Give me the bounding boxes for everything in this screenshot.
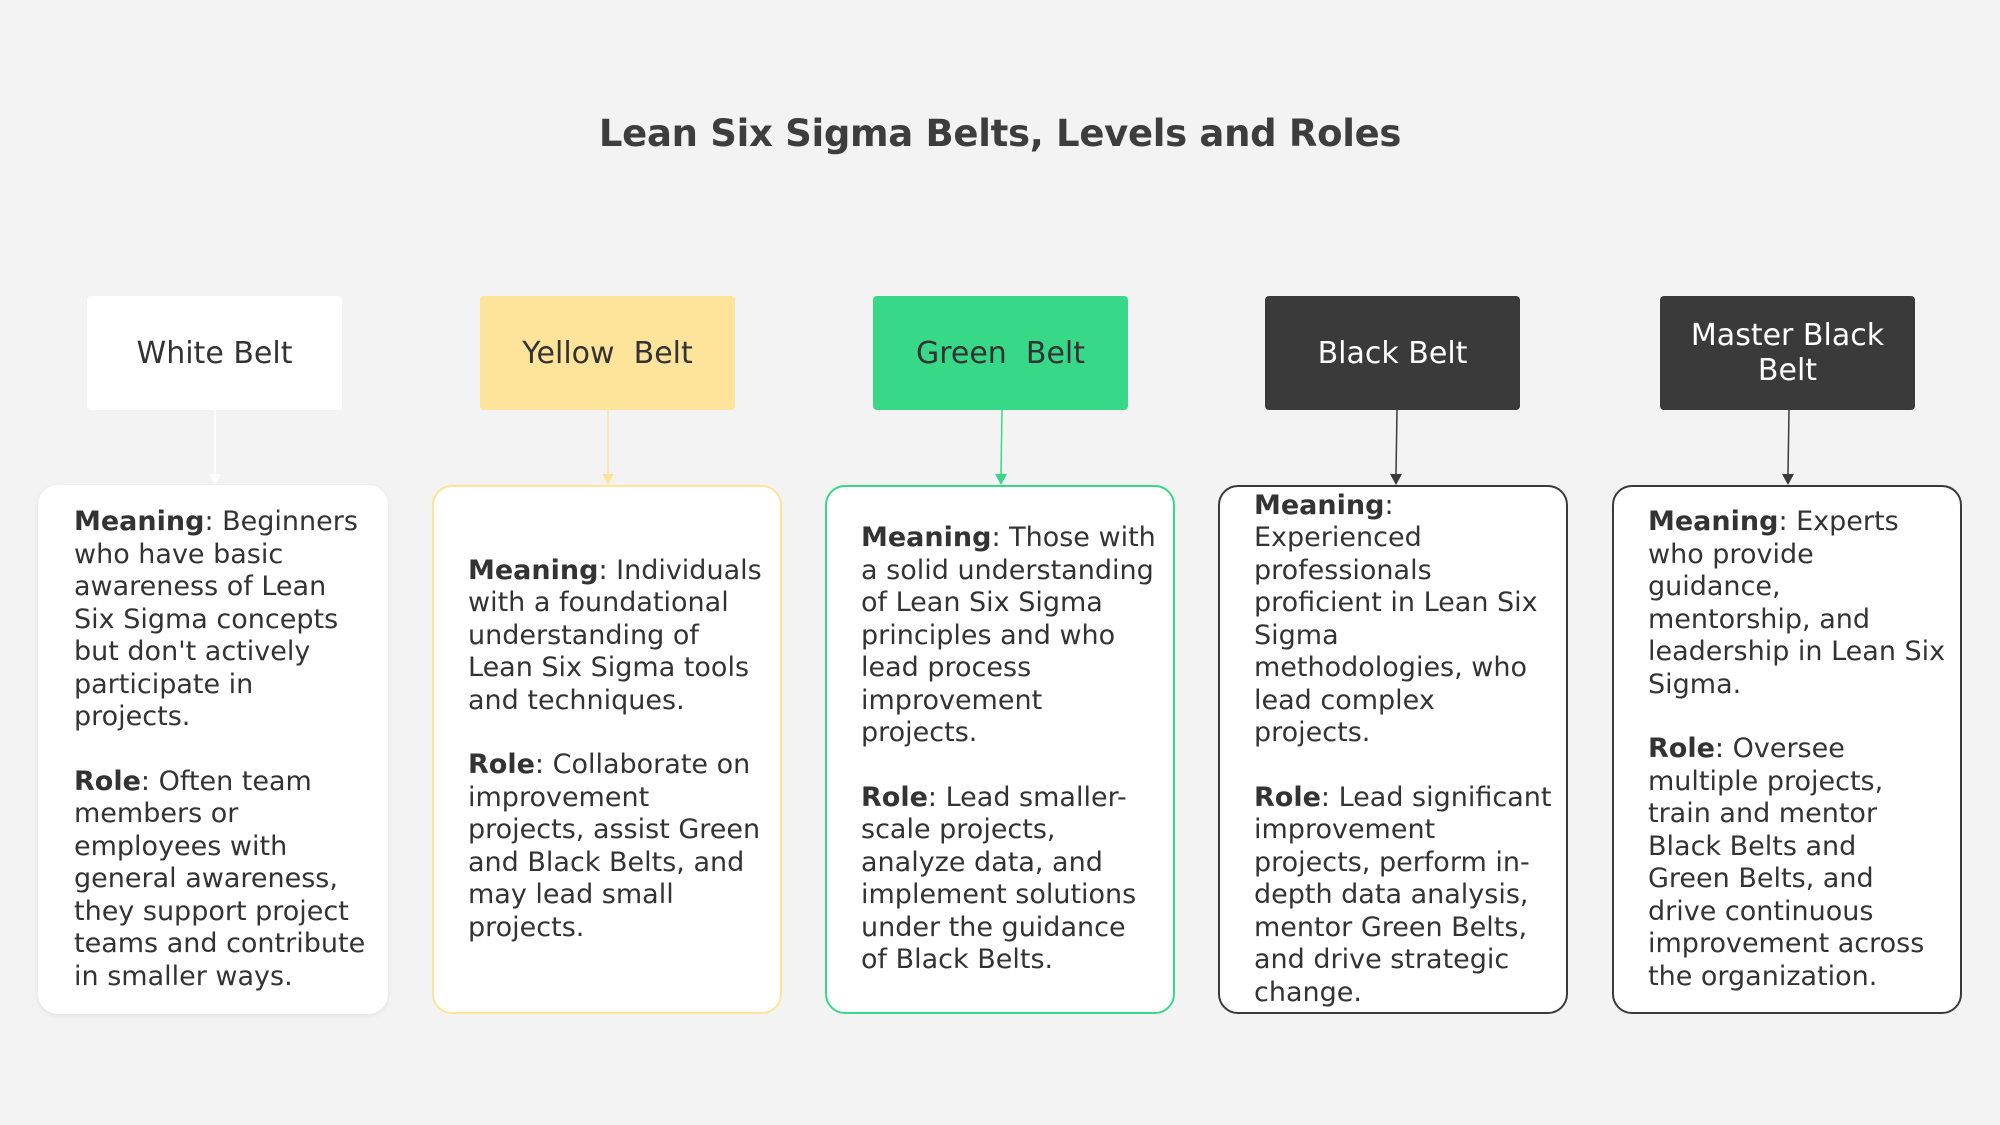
meaning-text: Meaning: Individuals with a foundational… xyxy=(468,555,766,718)
meaning-text: Meaning: Experts who provide guidance, m… xyxy=(1648,506,1946,701)
role-description: : Oversee multiple projects, train and m… xyxy=(1648,733,1925,992)
role-description: : Lead smaller-scale projects, analyze d… xyxy=(861,781,1137,976)
meaning-label: Meaning xyxy=(1648,506,1779,537)
green-belt-box: Green Belt xyxy=(873,296,1128,410)
meaning-description: : Experts who provide guidance, mentorsh… xyxy=(1648,506,1946,700)
role-description: : Often team members or employees with g… xyxy=(74,765,366,992)
meaning-text: Meaning: Experienced professionals profi… xyxy=(1254,490,1552,750)
role-label: Role xyxy=(861,781,928,813)
meaning-label: Meaning xyxy=(74,506,205,537)
meaning-label: Meaning xyxy=(861,522,992,554)
black-belt-box: Black Belt xyxy=(1265,296,1520,410)
meaning-label: Meaning xyxy=(468,554,599,586)
meaning-description: : Beginners who have basic awareness of … xyxy=(74,506,358,732)
meaning-description: : Experienced professionals proficient i… xyxy=(1254,489,1538,749)
master-black-belt-box: Master Black Belt xyxy=(1660,296,1915,410)
meaning-description: : Individuals with a foundational unders… xyxy=(468,554,762,716)
meaning-text: Meaning: Those with a solid understandin… xyxy=(861,522,1159,750)
role-text: Role: Oversee multiple projects, train a… xyxy=(1648,733,1946,993)
connector-white xyxy=(209,410,221,485)
connector-green xyxy=(995,409,1007,485)
role-description: : Collaborate on improvement projects, a… xyxy=(468,749,761,943)
yellow-belt-card: Meaning: Individuals with a foundational… xyxy=(432,485,782,1014)
role-label: Role xyxy=(74,765,141,797)
diagram-title: Lean Six Sigma Belts, Levels and Roles xyxy=(598,112,1402,155)
role-label: Role xyxy=(468,749,535,781)
meaning-description: : Those with a solid understanding of Le… xyxy=(861,522,1156,749)
role-text: Role: Lead smaller-scale projects, analy… xyxy=(861,782,1159,977)
white-belt-card: Meaning: Beginners who have basic awaren… xyxy=(38,485,388,1014)
role-text: Role: Lead significant improvement proje… xyxy=(1254,782,1552,1010)
black-belt-card: Meaning: Experienced professionals profi… xyxy=(1218,485,1568,1014)
role-text: Role: Collaborate on improvement project… xyxy=(468,749,766,944)
meaning-label: Meaning xyxy=(1254,489,1385,521)
connector-master xyxy=(1782,409,1794,485)
green-belt-card: Meaning: Those with a solid understandin… xyxy=(825,485,1175,1014)
connector-yellow xyxy=(602,410,614,485)
master-black-belt-card: Meaning: Experts who provide guidance, m… xyxy=(1612,485,1962,1014)
role-label: Role xyxy=(1254,781,1321,813)
yellow-belt-box: Yellow Belt xyxy=(480,296,735,410)
white-belt-box: White Belt xyxy=(87,296,342,410)
role-text: Role: Often team members or employees wi… xyxy=(74,766,372,994)
meaning-text: Meaning: Beginners who have basic awaren… xyxy=(74,506,372,734)
role-label: Role xyxy=(1648,733,1715,764)
connector-black xyxy=(1390,409,1402,485)
role-description: : Lead significant improvement projects,… xyxy=(1254,781,1552,1008)
